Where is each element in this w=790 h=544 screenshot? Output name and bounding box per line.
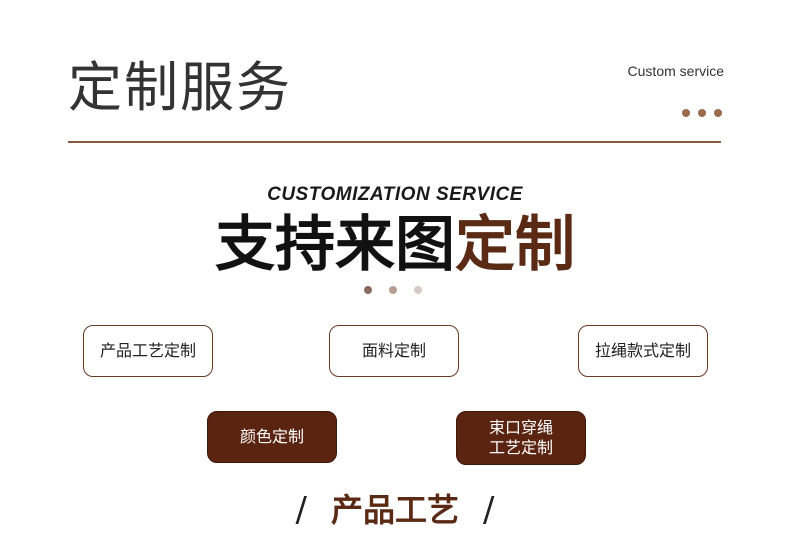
slash-right: / bbox=[483, 490, 495, 530]
dot-icon bbox=[414, 286, 422, 294]
option-product-craft[interactable]: 产品工艺定制 bbox=[83, 325, 213, 377]
dot-icon bbox=[714, 109, 722, 117]
option-label: 拉绳款式定制 bbox=[594, 341, 691, 360]
dot-icon bbox=[698, 109, 706, 117]
option-label: 颜色定制 bbox=[239, 427, 304, 446]
option-fabric[interactable]: 面料定制 bbox=[329, 325, 459, 377]
dot-icon bbox=[389, 286, 397, 294]
headline-accent: 定制 bbox=[455, 210, 575, 280]
option-label: 产品工艺定制 bbox=[99, 341, 196, 360]
option-label: 面料定制 bbox=[361, 341, 426, 360]
option-label-line2: 工艺定制 bbox=[488, 438, 553, 457]
slash-left: / bbox=[295, 490, 307, 530]
option-drawstring-style[interactable]: 拉绳款式定制 bbox=[578, 325, 708, 377]
dot-icon bbox=[682, 109, 690, 117]
footer-title-text: 产品工艺 bbox=[330, 491, 459, 529]
section-dots bbox=[364, 286, 422, 294]
option-drawstring-craft[interactable]: 束口穿绳 工艺定制 bbox=[456, 411, 586, 465]
decorative-dots bbox=[682, 109, 722, 117]
footer-title: / 产品工艺 / bbox=[0, 486, 790, 534]
section-headline: 支持来图定制 bbox=[0, 208, 790, 282]
page-subtitle: Custom service bbox=[627, 63, 724, 79]
option-label-line1: 束口穿绳 bbox=[488, 418, 553, 437]
page-title: 定制服务 bbox=[68, 56, 292, 119]
header-divider bbox=[68, 141, 721, 143]
section-title-en: CUSTOMIZATION SERVICE bbox=[267, 184, 523, 205]
headline-main: 支持来图 bbox=[215, 210, 455, 280]
dot-icon bbox=[364, 286, 372, 294]
option-color[interactable]: 颜色定制 bbox=[207, 411, 337, 463]
